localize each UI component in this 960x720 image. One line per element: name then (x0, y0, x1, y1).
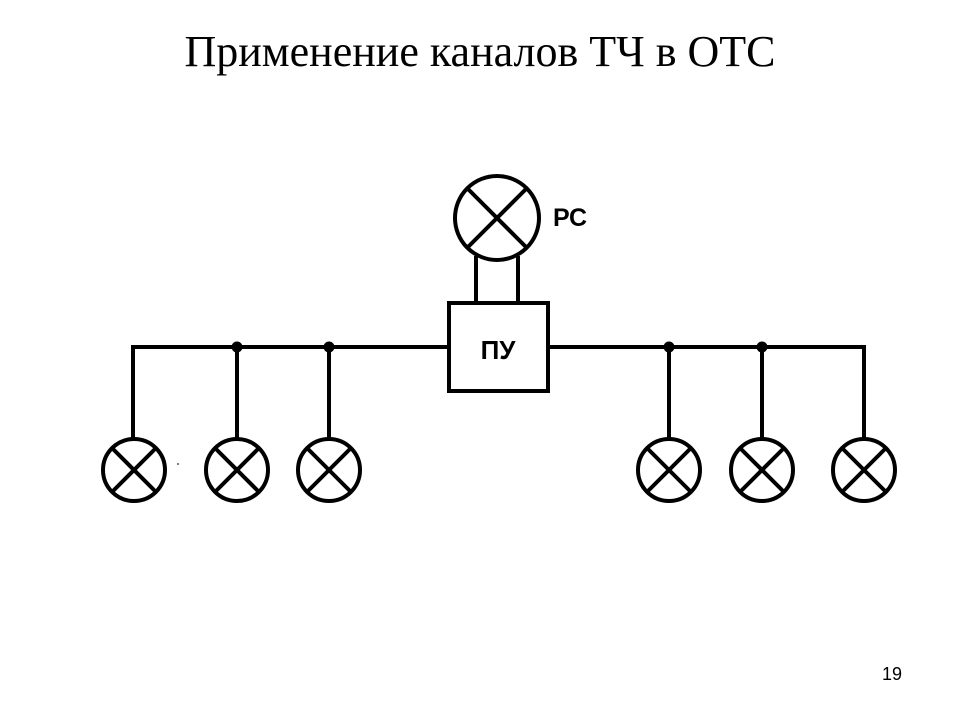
scan-speck (177, 463, 179, 465)
station-label: РС (553, 204, 587, 232)
station-link (474, 256, 520, 303)
terminal-lamp (636, 437, 702, 503)
slide-number: 19 (881, 664, 902, 684)
control-unit-label: ПУ (481, 335, 517, 365)
control-unit-box (447, 301, 550, 393)
junction-dots (231, 341, 768, 353)
terminal-lamp (296, 437, 362, 503)
junction-dot (756, 341, 768, 353)
junction-dot (323, 341, 335, 353)
terminal-lamp (204, 437, 270, 503)
bus-lines (131, 345, 866, 470)
station-lamp (453, 174, 541, 262)
junction-dot (663, 341, 675, 353)
terminal-lamp (729, 437, 795, 503)
terminal-lamp (831, 437, 897, 503)
terminal-lamp (101, 437, 167, 503)
slide-title: Применение каналов ТЧ в ОТС (184, 27, 776, 76)
junction-dot (231, 341, 243, 353)
